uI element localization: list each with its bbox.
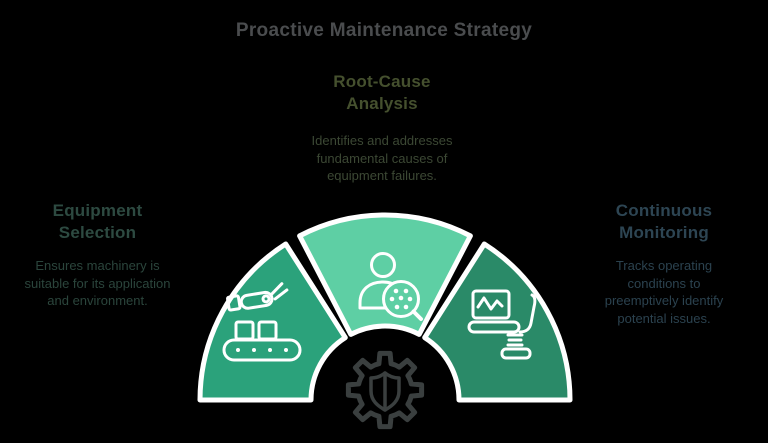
conveyor-robot-arm-icon — [222, 282, 302, 362]
monitoring-station-icon — [467, 289, 537, 360]
root-cause-analysis-description: Identifies and addresses fundamental cau… — [311, 133, 453, 183]
analyst-magnifier-icon — [358, 252, 423, 321]
continuous-monitoring-heading: Continuous Monitoring — [615, 201, 713, 242]
continuous-monitoring-description: Tracks operating conditions to preemptiv… — [604, 258, 724, 326]
page-title: Proactive Maintenance Strategy — [235, 20, 533, 41]
equipment-selection-heading: Equipment Selection — [52, 201, 143, 242]
root-cause-analysis-heading: Root-Cause Analysis — [333, 72, 431, 113]
equipment-selection-description: Ensures machinery is suitable for its ap… — [24, 258, 171, 308]
segment-root-cause-analysis — [297, 212, 473, 337]
gear-shield-icon — [345, 350, 425, 430]
